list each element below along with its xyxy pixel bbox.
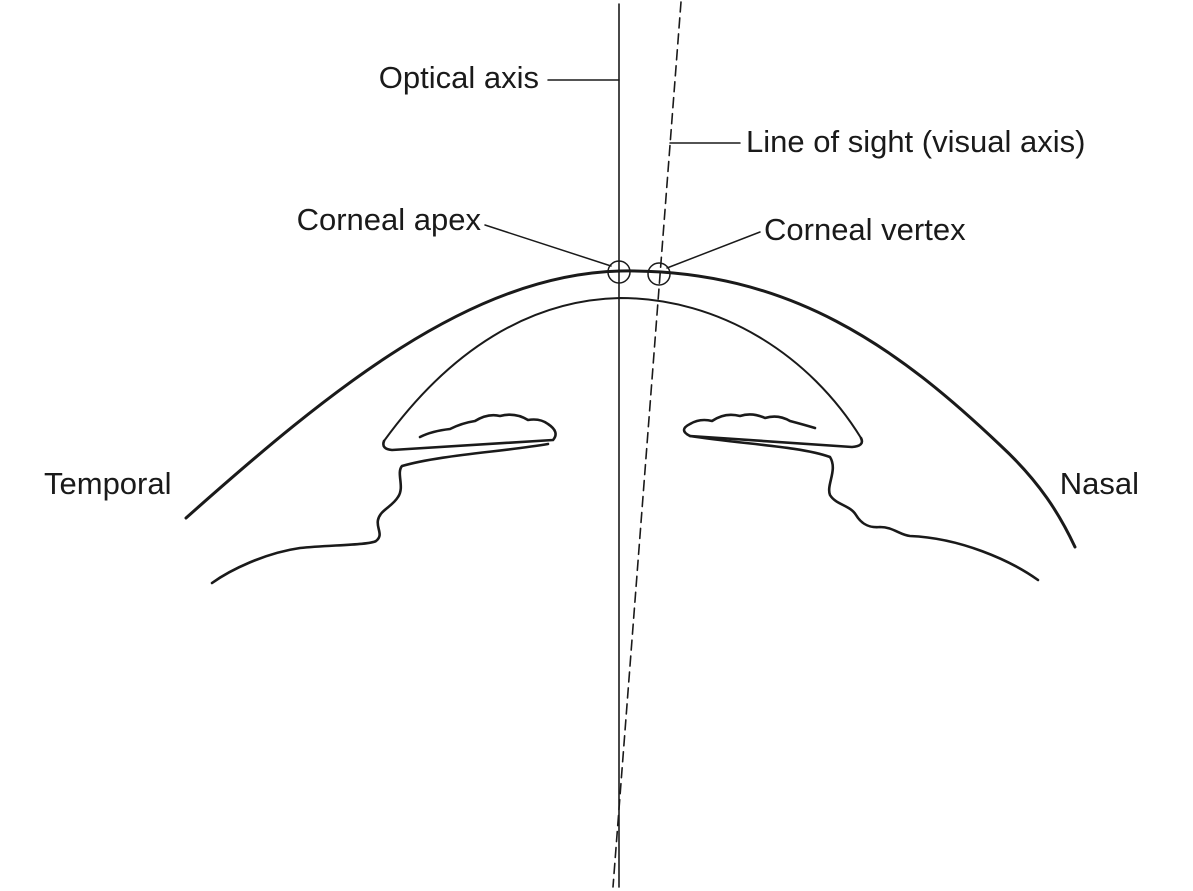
temporal-iris [383,415,555,450]
corneal-vertex-leader [667,232,760,268]
corneal-apex-label: Corneal apex [297,202,482,237]
temporal-label: Temporal [44,466,172,501]
nasal-label: Nasal [1060,466,1139,501]
temporal-sclera-angle [212,444,548,583]
optical-axis-label: Optical axis [379,60,539,95]
nasal-iris [684,414,862,447]
corneal-apex-leader [485,225,611,266]
line-of-sight-line [613,2,681,887]
corneal-vertex-label: Corneal vertex [764,212,966,247]
line-of-sight-label: Line of sight (visual axis) [746,124,1085,159]
nasal-sclera-angle [690,436,1038,580]
outer-cornea-curve [186,271,1075,547]
